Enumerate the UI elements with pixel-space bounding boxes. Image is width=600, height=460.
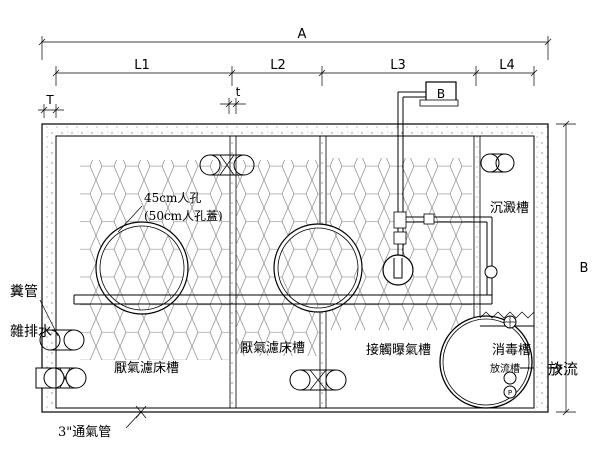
return-pipe [73,294,492,305]
misc-drain-inlet-pipe [35,367,87,389]
label-anaerobic-filter-1: 厭氣濾床槽 [114,361,179,376]
airlift-pump [484,265,498,279]
pipe-fitting-bottom [289,369,347,391]
pipe-fitting-sedimentation [480,153,515,173]
dimension-label-L3: L3 [390,58,406,73]
label-discharge-inner: 放流槽 [490,362,520,375]
manhole-size-label: 45cm人孔 [144,191,201,205]
dimension-label-L1: L1 [134,58,150,73]
dimension-label-T: T [45,93,54,107]
dimension-height-B: B [556,120,589,416]
diffuser [382,254,414,286]
label-discharge: 放流 [548,360,578,378]
disinfection-units: P [503,315,517,399]
blower: B [419,81,459,107]
pipe-fitting-top [199,154,255,176]
dimension-label-A: A [298,27,307,42]
sewage-inlet-pipe [39,299,85,351]
dimension-label-t: t [236,85,241,99]
dimension-overall-A: A [38,27,552,60]
manhole-2 [273,223,363,313]
dimension-wall-T: T [38,93,64,118]
label-anaerobic-filter-2: 厭氣濾床槽 [240,341,305,356]
vent-pipe [125,405,150,429]
dimension-label-L4: L4 [499,58,515,73]
label-disinfection: 消毒槽 [492,343,531,358]
svg-text:P: P [508,389,512,397]
manhole-1 [95,221,189,315]
label-vent-pipe: 3"通氣管 [58,425,111,440]
label-misc-drain: 雜排水 [10,324,52,340]
manhole-cover-label: (50cm人孔蓋) [144,209,223,223]
dimension-label-B: B [580,261,589,276]
label-sedimentation: 沉澱槽 [490,201,529,216]
dimension-label-L2: L2 [270,58,286,73]
discharge-pipe [520,362,563,374]
manhole-annotation: 45cm人孔 (50cm人孔蓋) [117,191,223,233]
air-pipe [393,91,493,304]
dimension-segments: L1 L2 L3 L4 [52,58,538,86]
manhole-disinfection [439,315,533,409]
dimension-partition-t: t [220,85,246,114]
label-sewage-pipe: 糞管 [10,284,38,300]
blower-label: B [437,87,445,101]
label-contact-aeration: 接觸曝氣槽 [366,342,431,358]
